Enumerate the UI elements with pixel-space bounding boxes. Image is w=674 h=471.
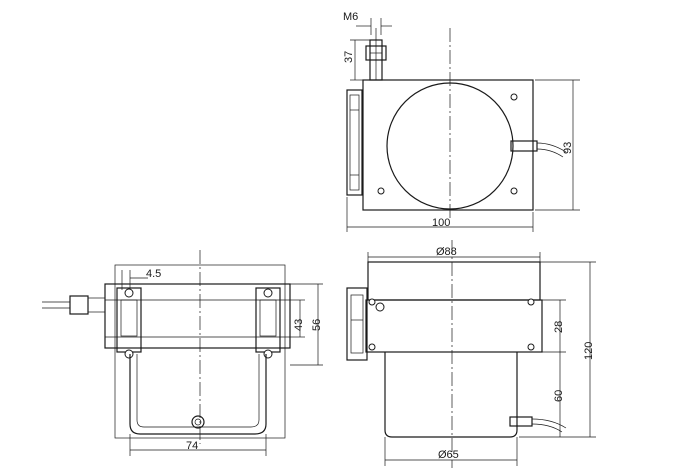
bracket-height-label: 56 [311, 319, 323, 331]
housing-body [362, 79, 534, 211]
slot-height-label: 43 [293, 319, 305, 331]
drum-top [367, 261, 541, 301]
base-width-label: 74 [186, 440, 198, 452]
drum-body [384, 352, 518, 438]
side-cable-gland [69, 295, 89, 315]
bottom-bolt [191, 415, 205, 429]
side-view: 4.5 43 56 [42, 250, 323, 456]
thread-label: M6 [343, 11, 358, 23]
mount-tab [346, 287, 368, 361]
cable-exit [510, 140, 538, 152]
total-height-label: 120 [583, 342, 595, 360]
mount-hole [510, 187, 518, 195]
u-base [129, 354, 267, 435]
front-view: Ø88 28 60 120 [346, 240, 596, 468]
thickness-label: 4.5 [146, 268, 161, 280]
front-cable-exit [509, 416, 533, 427]
mount-hole [377, 187, 385, 195]
height-label: 93 [562, 142, 574, 154]
right-bracket [255, 287, 281, 353]
mount-hole [510, 93, 518, 101]
mount-band [104, 283, 291, 349]
flange [365, 299, 543, 353]
top-view: M6 37 93 [343, 11, 580, 232]
flange-height-label: 28 [553, 321, 565, 333]
top-diameter-label: Ø88 [436, 246, 457, 258]
connector-height-label: 37 [343, 51, 355, 63]
left-bracket [116, 287, 142, 353]
width-label: 100 [432, 217, 450, 229]
drum-height-label: 60 [553, 390, 565, 402]
drum-diameter-label: Ø65 [438, 449, 459, 461]
side-plate [346, 89, 363, 196]
